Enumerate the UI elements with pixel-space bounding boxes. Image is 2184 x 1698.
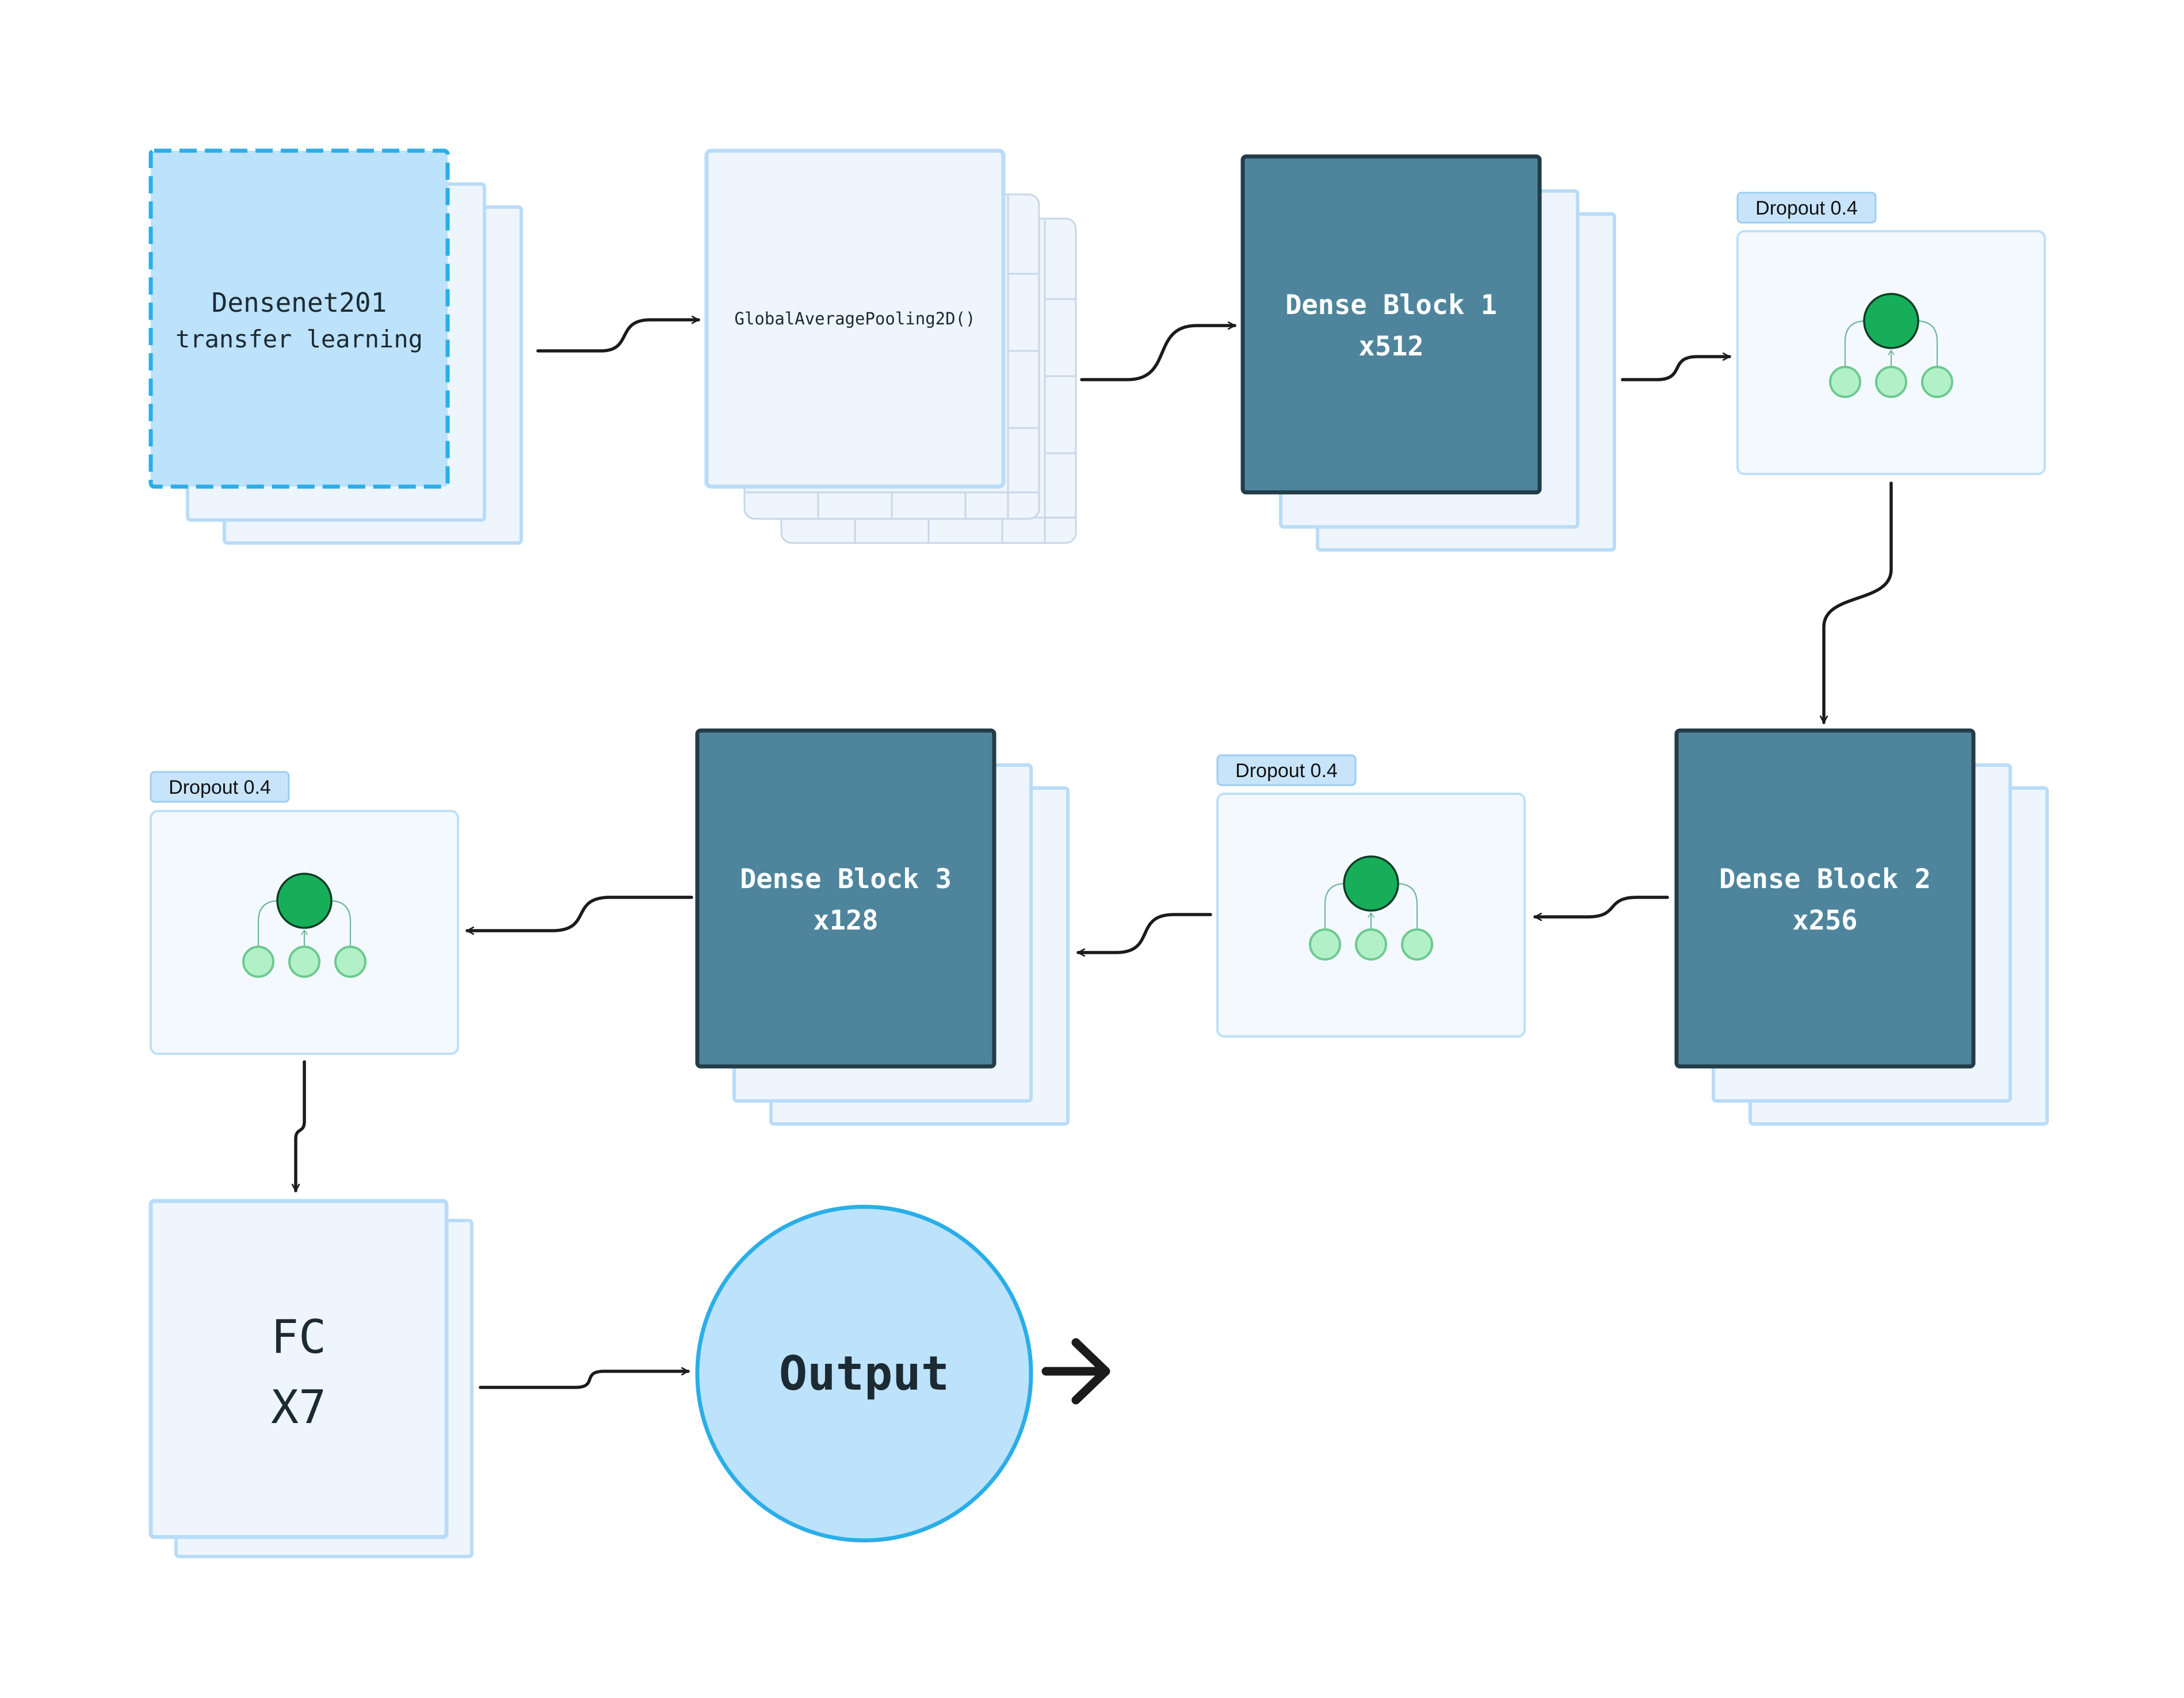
fc-box (148, 1199, 449, 1539)
dropout-2-label: Dropout 0.4 (1235, 760, 1338, 782)
dropout-1-badge (1736, 192, 1877, 224)
dense-block-3-box (695, 728, 996, 1069)
output-label: Output (779, 1347, 949, 1401)
output-circle (695, 1204, 1033, 1543)
dense-block-1-box (1240, 154, 1542, 495)
dense-block-1-node: Dense Block 1 x512 (1240, 154, 1616, 552)
densenet-box (148, 148, 450, 489)
arrow-gap-to-dense1 (1080, 326, 1236, 381)
arrow-dropout1-to-dense2 (1824, 481, 1893, 724)
densenet-node: Densenet201 transfer learning (148, 148, 523, 545)
fc-node: FC X7 (148, 1199, 474, 1558)
dense-block-2-title: Dense Block 2 (1719, 863, 1931, 895)
gap-node: GlobalAveragePooling2D() (704, 148, 1077, 544)
arrow-fc-to-output (479, 1371, 690, 1389)
dropout-2-badge (1216, 754, 1357, 786)
densenet-subtitle: transfer learning (175, 325, 423, 353)
fc-units: X7 (271, 1380, 326, 1434)
dense-block-3-node: Dense Block 3 x128 (695, 728, 1070, 1126)
arrow-dropout3-to-fc (296, 1060, 306, 1192)
dropout-1-label: Dropout 0.4 (1755, 197, 1858, 219)
dense-block-2-units: x256 (1792, 905, 1857, 936)
dense-block-2-node: Dense Block 2 x256 (1674, 728, 2049, 1126)
dropout-3-badge (150, 771, 290, 803)
dense-block-1-units: x512 (1358, 331, 1423, 362)
dense-block-1-title: Dense Block 1 (1285, 289, 1497, 321)
densenet-title: Densenet201 (212, 287, 387, 318)
arrow-dropout2-to-dense3 (1076, 913, 1212, 953)
dropout-3-node: Dropout 0.4 (150, 771, 459, 1055)
arrow-densenet-to-gap (536, 320, 700, 353)
output-exit-arrow-icon (1041, 1338, 1110, 1405)
fc-title: FC (271, 1310, 326, 1364)
dense-block-3-units: x128 (813, 905, 878, 936)
dropout-2-node: Dropout 0.4 (1216, 754, 1526, 1038)
dense-block-3-title: Dense Block 3 (740, 863, 952, 895)
dropout-3-label: Dropout 0.4 (169, 777, 271, 798)
output-node: Output (695, 1204, 1033, 1543)
gap-box (704, 148, 1006, 489)
arrow-dense1-to-dropout1 (1621, 357, 1731, 381)
dropout-1-node: Dropout 0.4 (1736, 192, 2046, 475)
dense-block-2-box (1674, 728, 1976, 1069)
arrow-dense3-to-dropout3 (465, 896, 693, 931)
arrow-dense2-to-dropout2 (1533, 896, 1669, 917)
gap-label: GlobalAveragePooling2D() (734, 309, 975, 328)
